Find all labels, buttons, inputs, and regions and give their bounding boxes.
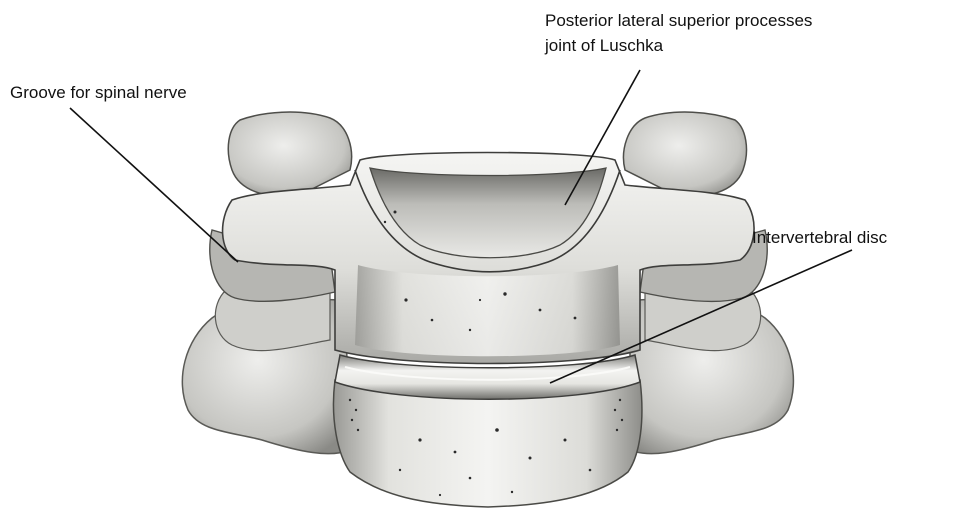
label-luschka-line1: Posterior lateral superior processes bbox=[545, 8, 812, 33]
label-groove-for-spinal-nerve: Groove for spinal nerve bbox=[10, 80, 187, 105]
upper-left-transverse-process bbox=[228, 112, 351, 196]
label-intervertebral-disc: Intervertebral disc bbox=[752, 225, 887, 250]
label-joint-of-luschka: Posterior lateral superior processes joi… bbox=[545, 8, 812, 58]
leader-line-groove bbox=[70, 108, 238, 262]
label-luschka-line2: joint of Luschka bbox=[545, 33, 812, 58]
upper-right-transverse-process bbox=[624, 112, 747, 196]
upper-body-front bbox=[355, 265, 620, 356]
